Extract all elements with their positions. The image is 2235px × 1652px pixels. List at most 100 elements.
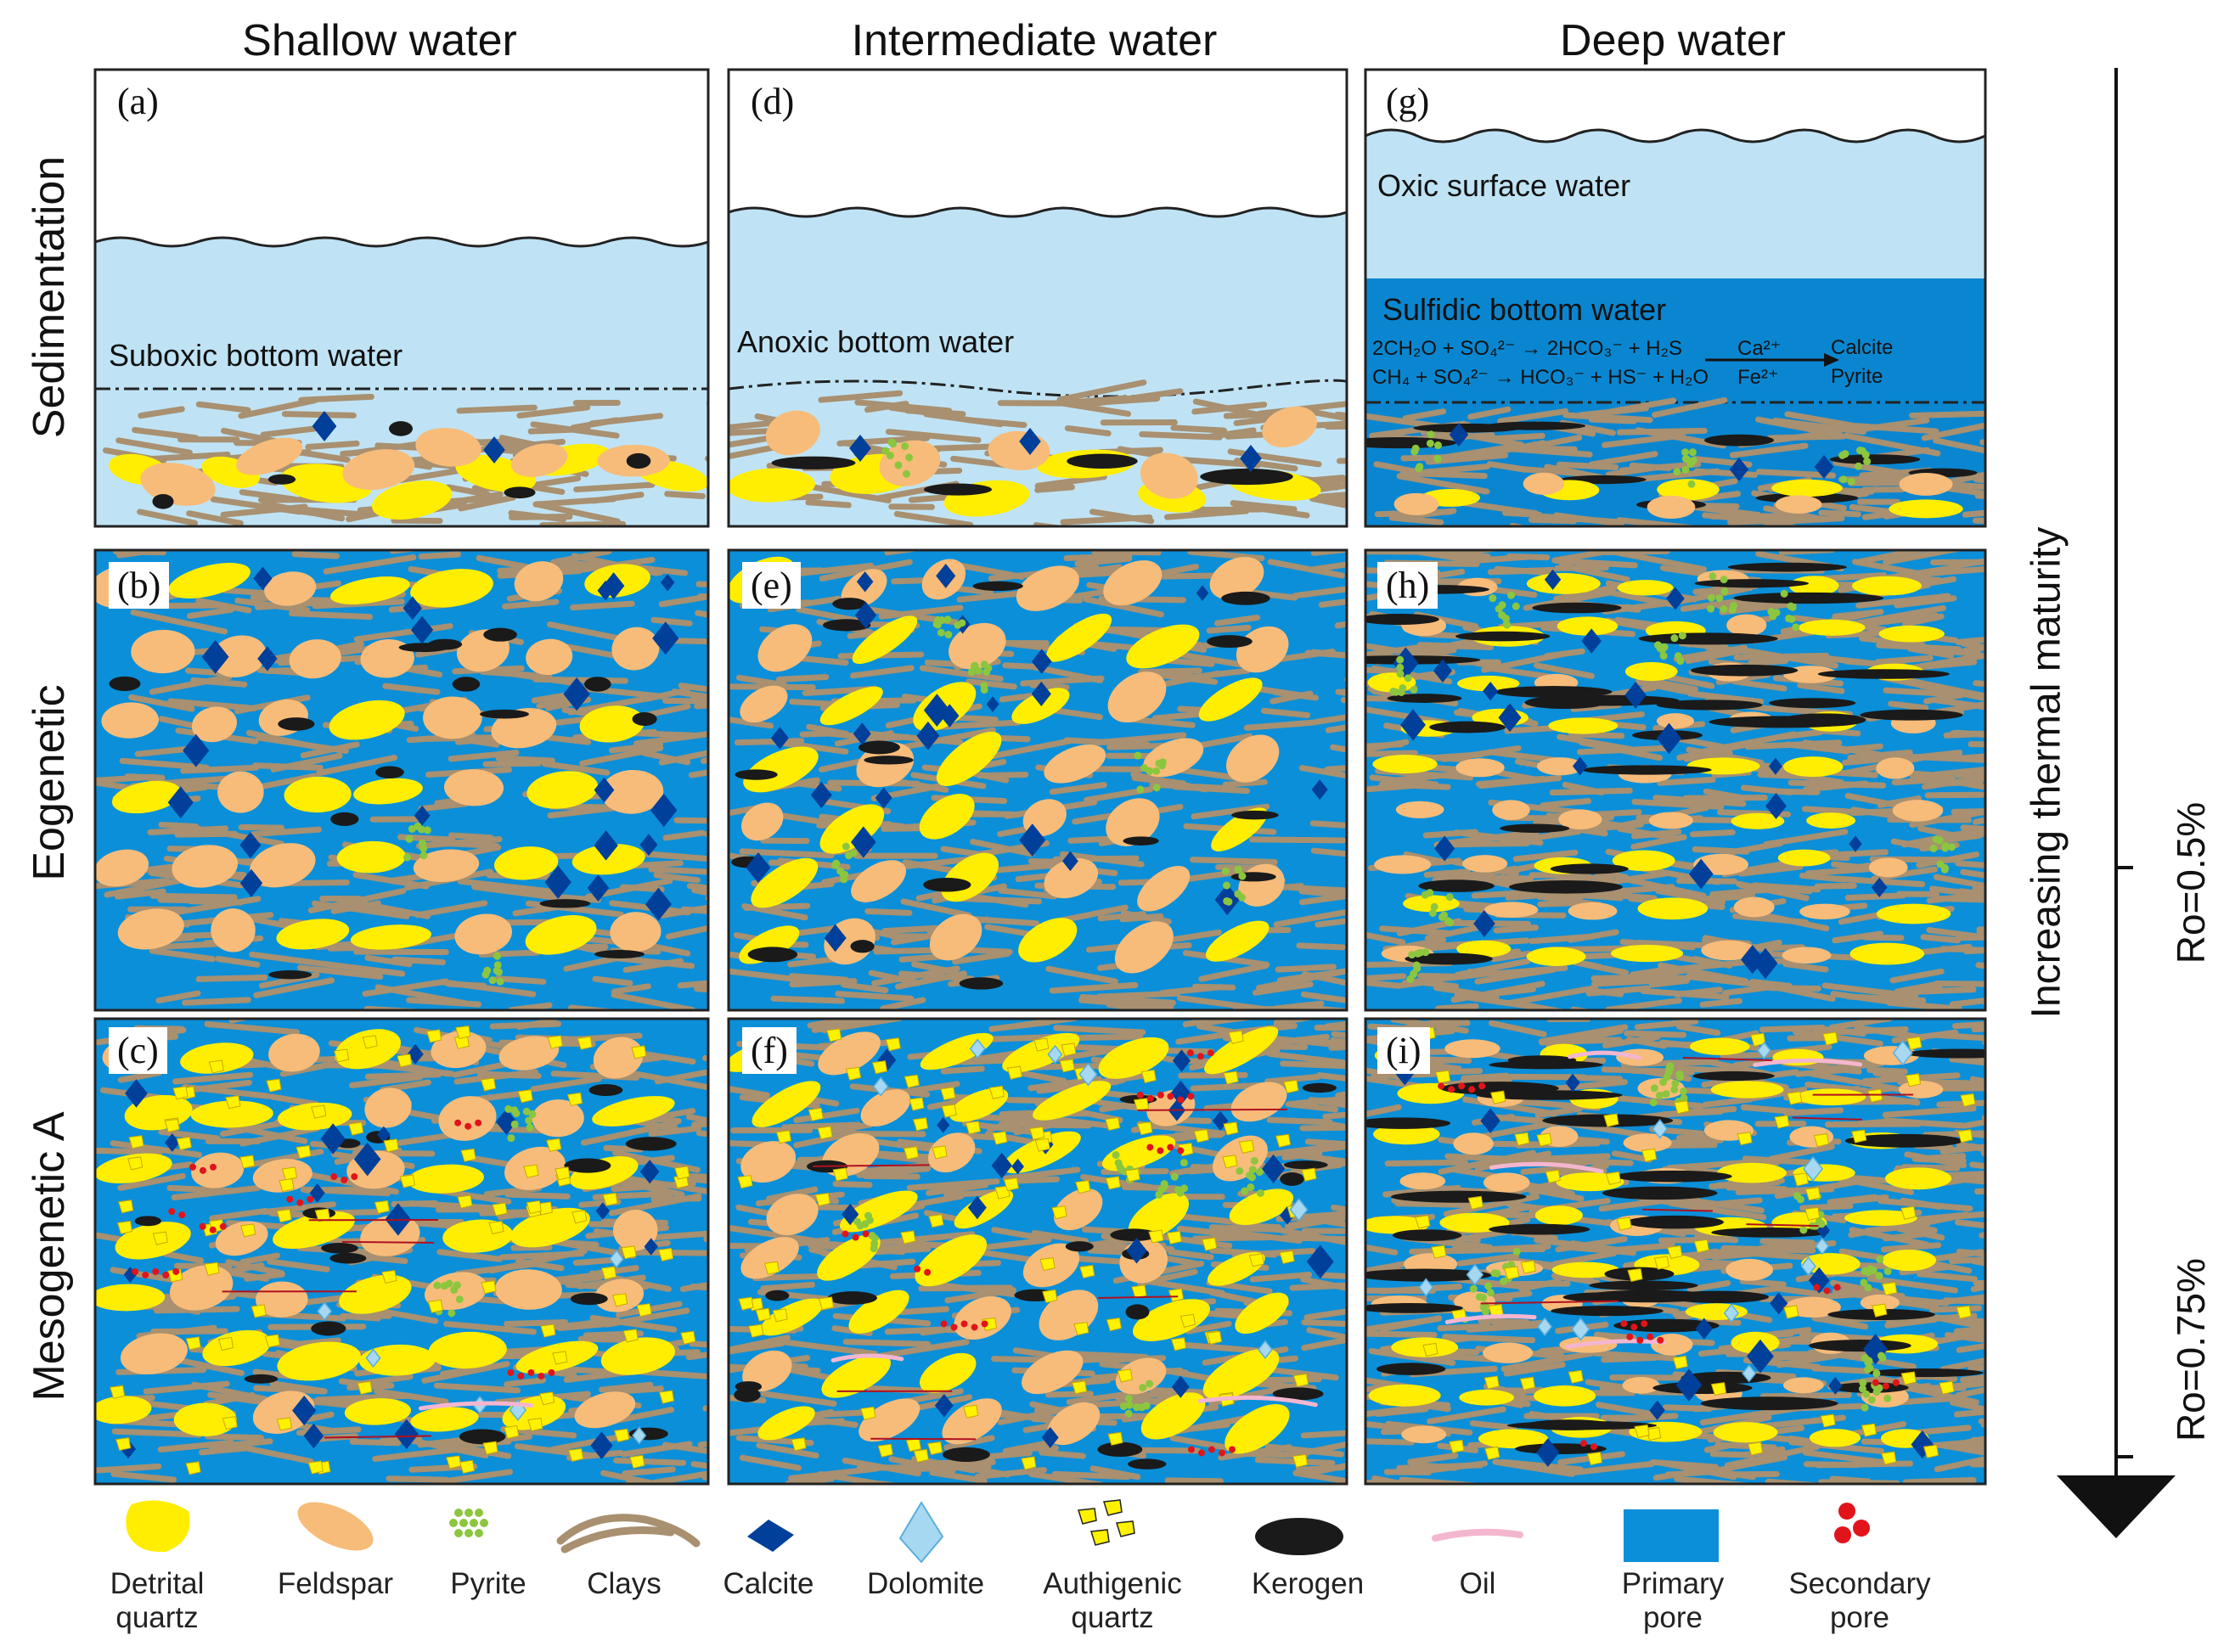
equation-methane-oxidation: CH₄ + SO₄²⁻ → HCO₃⁻ + HS⁻ + H₂O [1372, 366, 1709, 389]
authigenic-quartz-crystal [988, 1085, 1005, 1099]
calcite-crystal [201, 639, 229, 674]
detrital-quartz-grain [329, 700, 405, 740]
authigenic-quartz-crystal [1292, 1453, 1309, 1468]
pyrite-framboid [881, 438, 914, 478]
feldspar-grain [289, 639, 341, 679]
microfracture [341, 1240, 435, 1244]
feldspar-grain [1209, 556, 1264, 600]
authigenic-quartz-crystal [279, 1178, 295, 1193]
authigenic-quartz-crystal [152, 1231, 168, 1245]
microfracture [1682, 1057, 1772, 1062]
authigenic-quartz-crystal [164, 1118, 180, 1133]
feldspar-grain [1701, 940, 1756, 961]
kerogen-particle [1418, 879, 1495, 892]
detrital-quartz-grain [95, 1396, 152, 1424]
feldspar-grain [1453, 1132, 1494, 1155]
dolomite-crystal [365, 1348, 381, 1368]
authigenic-quartz-crystal [110, 1385, 126, 1399]
dolomite-crystal [317, 1301, 333, 1321]
kerogen-particle [584, 677, 611, 692]
kerogen-particle [959, 977, 1004, 990]
dolomite-crystal [872, 1076, 889, 1097]
authigenic-quartz-crystal [399, 1174, 415, 1188]
authigenic-quartz-crystal [517, 1089, 533, 1104]
feldspar-grain [1401, 1425, 1447, 1444]
authigenic-quartz-crystal [1747, 1441, 1764, 1456]
authigenic-quartz-crystal [1793, 1172, 1809, 1187]
feldspar-grain [574, 1391, 636, 1429]
kerogen-particle [747, 947, 798, 963]
kerogen-particle [1476, 1090, 1623, 1100]
legend-label-primary-pore: Primary pore [1621, 1567, 1725, 1635]
calcite-crystal [660, 573, 675, 592]
pyrite-framboid [1861, 1351, 1887, 1396]
feldspar-grain [1236, 626, 1289, 673]
detrital-quartz-grain [168, 562, 251, 598]
panel-h-frame [1364, 548, 1987, 1012]
detrital-quartz-grain [1889, 499, 1963, 519]
dolomite-crystal [1742, 1363, 1757, 1383]
water-surface-line [95, 236, 708, 248]
calcite-crystal [1572, 756, 1588, 776]
detrital-quartz-grain [1876, 903, 1951, 924]
detrital-quartz-grain [1657, 479, 1720, 501]
authigenic-quartz-crystal [1634, 1424, 1650, 1439]
feldspar-grain [191, 706, 238, 743]
authigenic-quartz-crystal [1148, 1229, 1164, 1244]
feldspar-grain [236, 437, 303, 475]
legend-oil-icon [1432, 1528, 1523, 1542]
feldspar-grain [95, 849, 149, 887]
detrital-quartz-grain [1795, 1088, 1866, 1106]
authigenic-quartz-crystal [1137, 1121, 1153, 1136]
calcite-crystal [937, 1116, 950, 1133]
kerogen-particle [1506, 1421, 1658, 1430]
feldspar-grain [1775, 495, 1822, 514]
calcite-crystal [1126, 1238, 1147, 1264]
kerogen-particle [832, 598, 867, 610]
kerogen-particle [594, 949, 645, 959]
kerogen-particle [1387, 694, 1462, 703]
kerogen-particle [859, 740, 900, 755]
kerogen-particle [827, 1291, 877, 1305]
detrital-quartz-grain [1611, 944, 1684, 963]
feldspar-grain [1053, 1188, 1103, 1231]
authigenic-quartz-crystal [1079, 1264, 1095, 1279]
authigenic-quartz-crystal [845, 1066, 862, 1081]
secondary-pore-cluster [1136, 1091, 1164, 1102]
kerogen-particle [632, 711, 657, 727]
microfracture [1642, 1208, 1713, 1212]
secondary-pore-cluster [168, 1208, 186, 1219]
dolomite-crystal [969, 1038, 986, 1059]
kerogen-particle [1392, 1229, 1462, 1242]
calcite-crystal [1816, 1222, 1831, 1239]
calcite-crystal [1656, 722, 1682, 755]
authigenic-quartz-crystal [1882, 1282, 1898, 1296]
calcite-crystal [850, 826, 876, 858]
pyrite-framboid [932, 615, 966, 639]
authigenic-quartz-crystal [276, 1417, 292, 1431]
panel-label-c: (c) [109, 1027, 167, 1074]
kerogen-particle [268, 969, 312, 980]
feldspar-grain [252, 1391, 315, 1435]
authigenic-quartz-crystal [1813, 1133, 1829, 1148]
authigenic-quartz-crystal [552, 1351, 568, 1365]
kerogen-particle [588, 1084, 623, 1097]
calcite-crystal [120, 1439, 137, 1459]
detrital-quartz-grain [1534, 1385, 1596, 1407]
kerogen-particle [1656, 700, 1763, 711]
kerogen-particle [735, 769, 778, 780]
detrital-quartz-grain [1612, 850, 1675, 872]
calcite-crystal [1536, 1438, 1560, 1467]
kerogen-particle [1844, 1133, 1963, 1148]
feldspar-grain [415, 427, 481, 467]
calcite-crystal [403, 596, 422, 621]
kerogen-particle [1614, 1170, 1732, 1183]
feldspar-grain [740, 1237, 799, 1279]
kerogen-particle [1429, 721, 1506, 733]
authigenic-quartz-crystal [185, 1336, 201, 1351]
kerogen-particle [1613, 1318, 1720, 1333]
kerogen-particle [1455, 631, 1551, 642]
authigenic-quartz-crystal [1131, 1284, 1147, 1299]
authigenic-quartz-crystal [204, 1261, 220, 1276]
feldspar-grain [117, 908, 184, 950]
